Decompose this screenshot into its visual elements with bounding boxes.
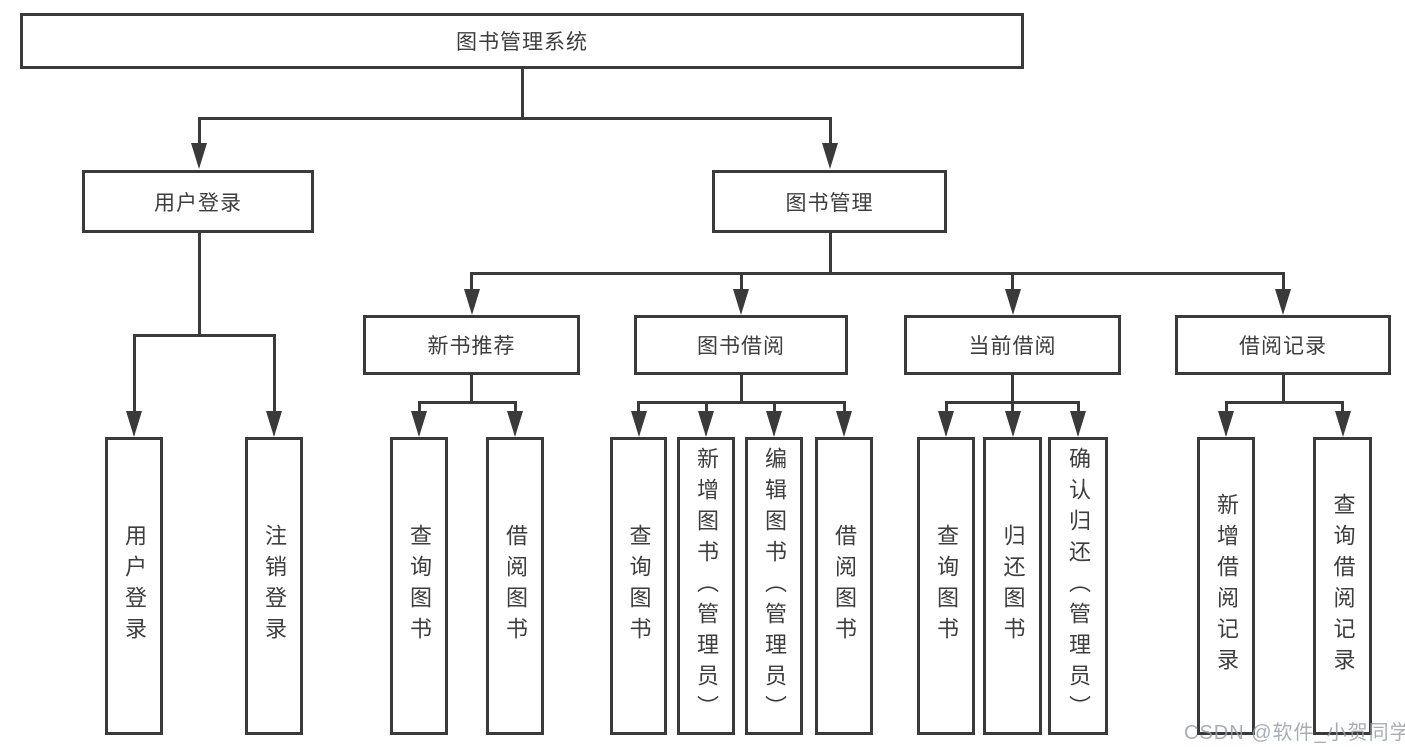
node-current-borrow-label: 当前借阅	[968, 335, 1057, 358]
leaf-return-books-label: 归还图书	[1000, 524, 1026, 648]
arrow-down-icon	[836, 411, 852, 437]
node-book-management: 图书管理	[712, 170, 947, 233]
node-user-login-label: 用户登录	[154, 191, 242, 215]
connector-line	[513, 401, 517, 418]
arrow-down-icon	[1334, 411, 1351, 437]
connector-line	[272, 334, 276, 417]
connector-line	[1341, 401, 1344, 418]
node-root: 图书管理系统	[20, 13, 1024, 69]
node-new-book-recommend: 新书推荐	[363, 315, 580, 375]
connector-line	[637, 401, 846, 404]
connector-line	[739, 375, 743, 403]
arrow-down-icon	[1275, 289, 1291, 315]
arrow-down-icon	[1004, 289, 1021, 315]
node-user-login: 用户登录	[82, 170, 314, 233]
connector-line	[739, 272, 743, 295]
connector-line	[197, 117, 832, 120]
connector-line	[197, 117, 201, 150]
leaf-recommend-query-books: 查询图书	[390, 437, 448, 735]
node-root-label: 图书管理系统	[456, 31, 588, 54]
arrow-down-icon	[463, 289, 480, 315]
node-current-borrow: 当前借阅	[904, 315, 1121, 375]
arrow-down-icon	[1004, 411, 1021, 437]
leaf-user-login-label: 用户登录	[122, 524, 147, 648]
leaf-recommend-borrow-books: 借阅图书	[486, 437, 544, 735]
connector-line	[132, 334, 276, 337]
leaf-query-borrow-record-label: 查询借阅记录	[1330, 493, 1356, 679]
connector-line	[1281, 272, 1285, 295]
leaf-confirm-return-admin-label: 确认归还（管理员）	[1066, 446, 1091, 726]
leaf-add-borrow-record: 新增借阅记录	[1197, 437, 1255, 735]
connector-line	[1224, 401, 1228, 418]
leaf-logout-label: 注销登录	[262, 524, 287, 648]
connector-line	[828, 233, 832, 275]
leaf-current-query-books-label: 查询图书	[934, 524, 959, 648]
connector-line	[944, 401, 1080, 404]
leaf-borrow-query-books: 查询图书	[610, 437, 667, 735]
leaf-borrow-query-books-label: 查询图书	[626, 524, 652, 648]
arrow-down-icon	[938, 411, 954, 437]
arrow-down-icon	[126, 411, 142, 437]
leaf-logout: 注销登录	[245, 437, 303, 735]
connector-line	[1281, 375, 1285, 403]
connector-line	[704, 401, 708, 418]
connector-line	[470, 272, 1285, 275]
node-new-book-recommend-label: 新书推荐	[427, 335, 516, 358]
leaf-edit-books-admin: 编辑图书（管理员）	[745, 437, 803, 735]
arrow-down-icon	[1218, 411, 1234, 437]
arrow-down-icon	[766, 411, 782, 437]
node-borrow-records: 借阅记录	[1175, 315, 1391, 375]
arrow-down-icon	[822, 143, 838, 169]
connector-line	[828, 117, 832, 150]
connector-line	[637, 401, 640, 418]
arrow-down-icon	[507, 411, 523, 437]
connector-line	[944, 401, 948, 418]
arrow-down-icon	[266, 411, 282, 437]
arrow-down-icon	[1070, 411, 1086, 437]
leaf-recommend-borrow-books-label: 借阅图书	[503, 524, 528, 648]
node-book-management-label: 图书管理	[785, 191, 874, 215]
connector-line	[1011, 272, 1014, 295]
connector-line	[842, 401, 846, 418]
connector-line	[1224, 401, 1344, 404]
leaf-confirm-return-admin: 确认归还（管理员）	[1048, 437, 1108, 735]
arrow-down-icon	[411, 411, 427, 437]
arrow-down-icon	[698, 411, 714, 437]
leaf-borrow-books: 借阅图书	[815, 437, 873, 735]
connector-line	[772, 401, 776, 418]
connector-line	[520, 69, 524, 119]
connector-line	[197, 233, 201, 336]
node-book-borrow: 图书借阅	[634, 315, 848, 375]
arrow-down-icon	[191, 143, 207, 169]
connector-line	[470, 375, 473, 403]
leaf-return-books: 归还图书	[983, 437, 1042, 735]
node-book-borrow-label: 图书借阅	[697, 335, 785, 358]
leaf-user-login: 用户登录	[105, 437, 163, 735]
leaf-add-books-admin: 新增图书（管理员）	[677, 437, 735, 735]
leaf-add-books-admin-label: 新增图书（管理员）	[694, 446, 719, 726]
leaf-borrow-books-label: 借阅图书	[832, 524, 857, 648]
connector-line	[1076, 401, 1080, 418]
connector-line	[1011, 401, 1014, 418]
connector-line	[417, 401, 517, 404]
connector-line	[1011, 375, 1014, 403]
leaf-current-query-books: 查询图书	[917, 437, 975, 735]
leaf-query-borrow-record: 查询借阅记录	[1313, 437, 1372, 735]
leaf-add-borrow-record-label: 新增借阅记录	[1214, 493, 1239, 679]
leaf-edit-books-admin-label: 编辑图书（管理员）	[762, 446, 787, 726]
connector-line	[417, 401, 421, 418]
connector-line	[470, 272, 473, 295]
node-borrow-records-label: 借阅记录	[1239, 335, 1327, 358]
watermark: CSDN @软件_小贺同学	[1184, 722, 1405, 744]
connector-line	[132, 334, 136, 417]
arrow-down-icon	[630, 411, 647, 437]
leaf-recommend-query-books-label: 查询图书	[407, 524, 432, 648]
arrow-down-icon	[733, 289, 749, 315]
